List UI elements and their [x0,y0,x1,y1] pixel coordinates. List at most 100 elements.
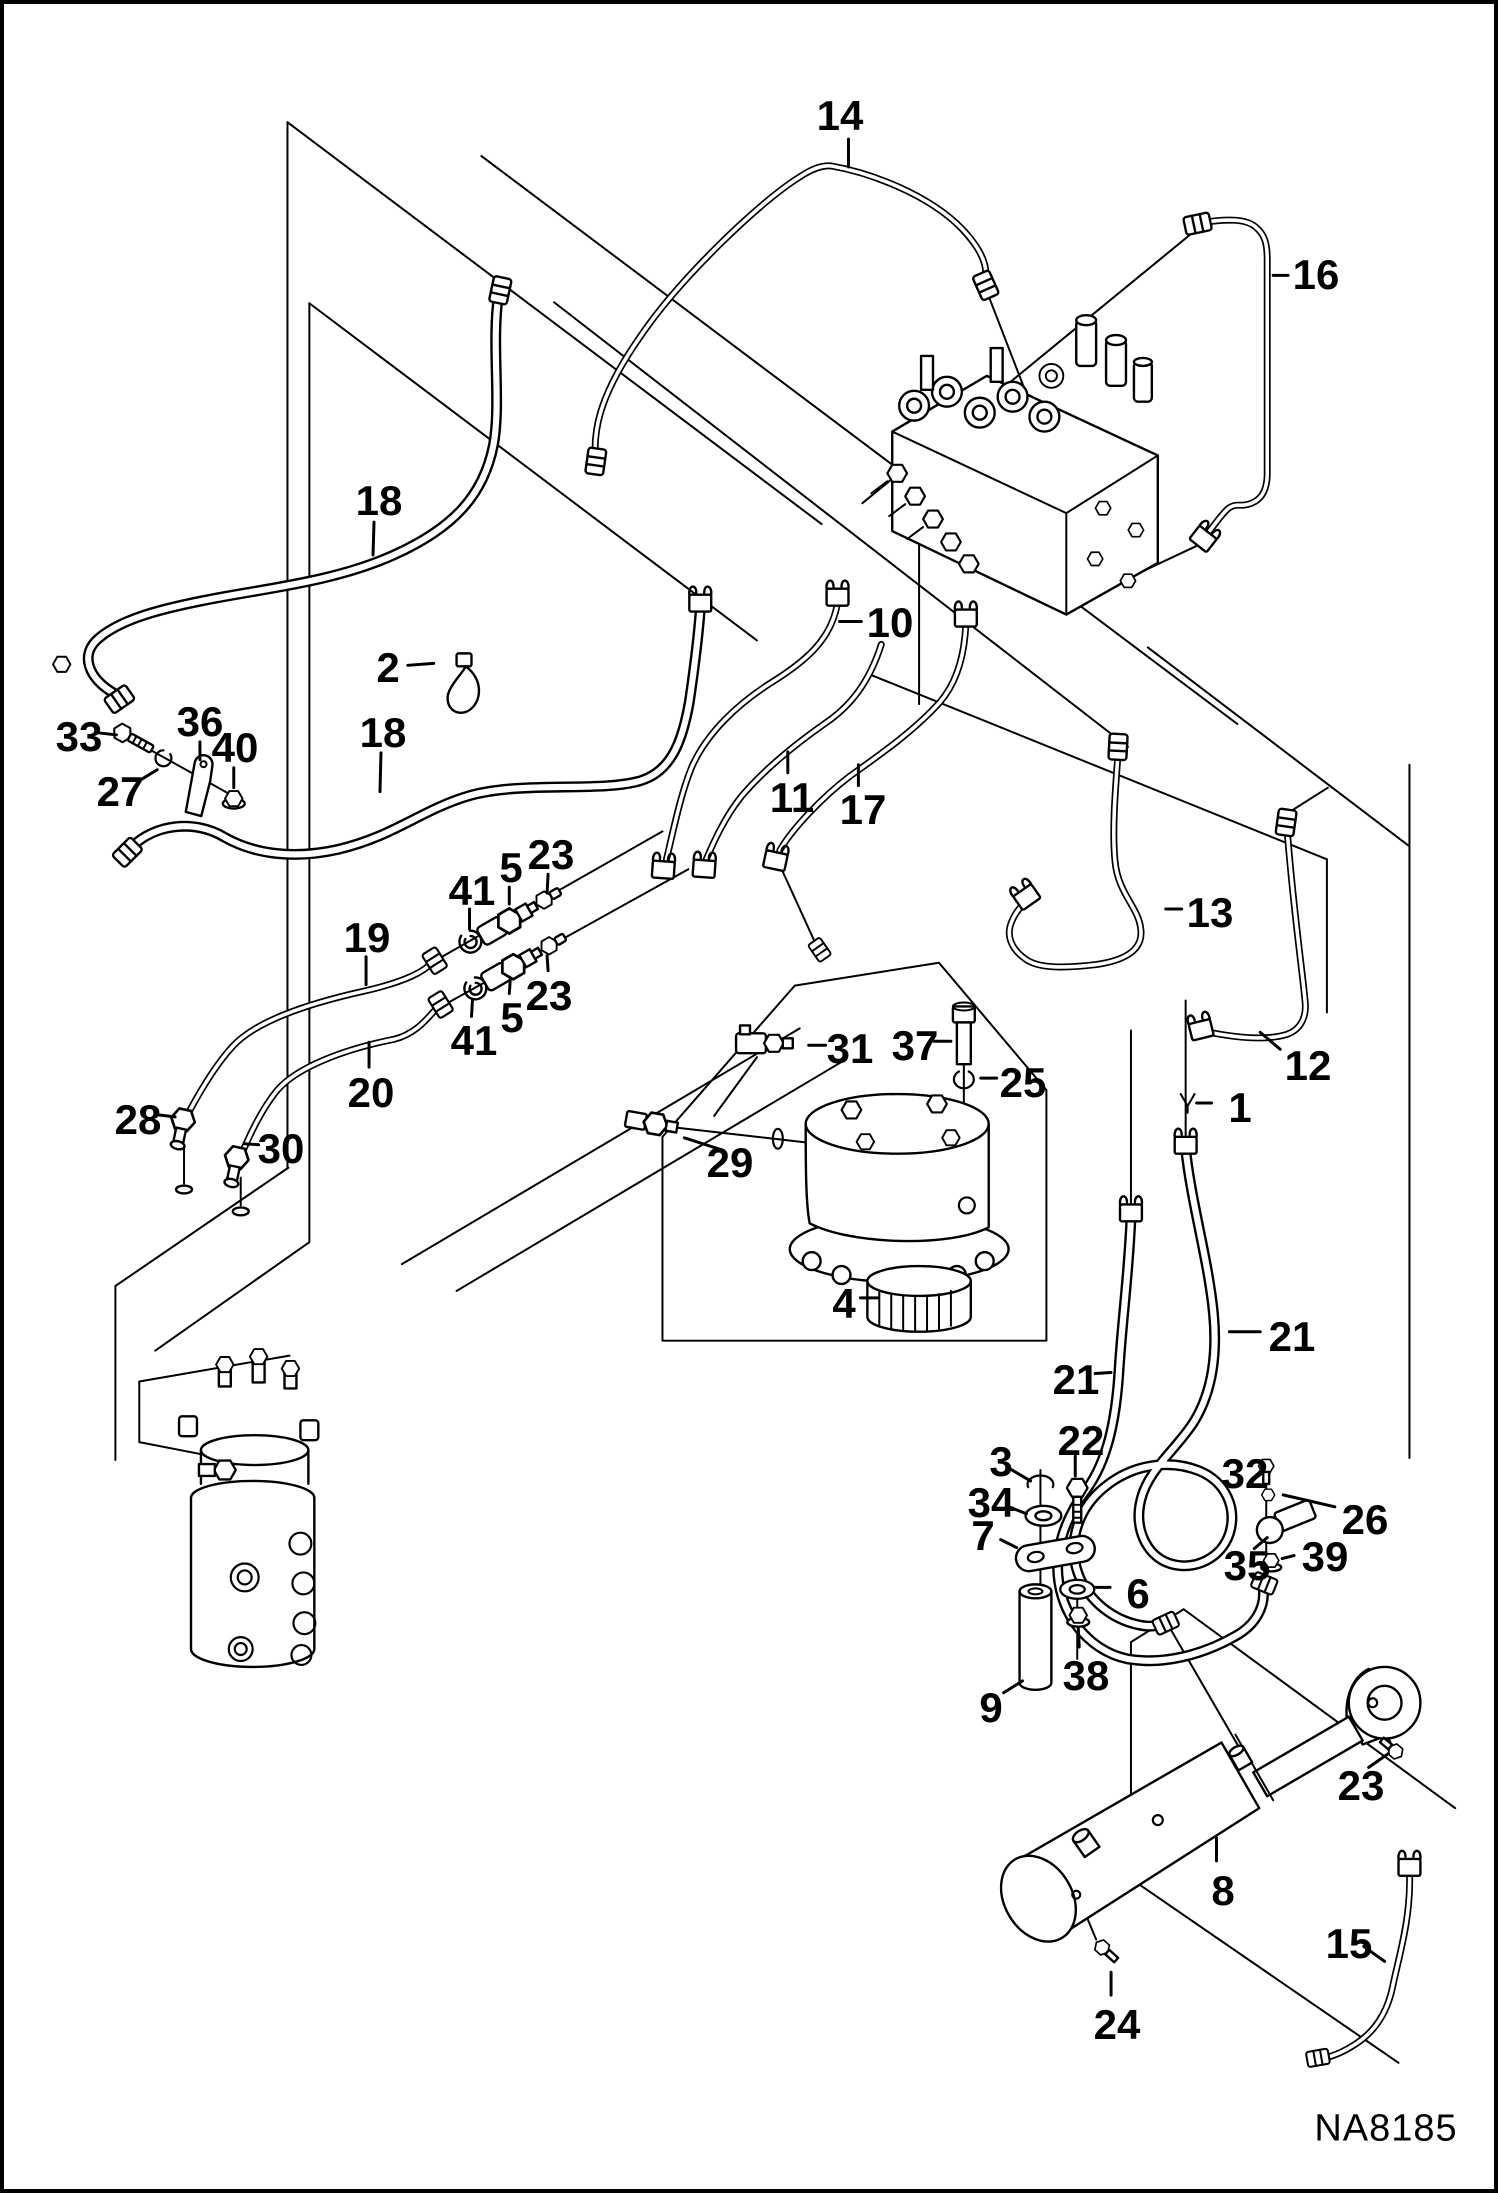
callout-16: 16 [1292,251,1340,298]
callout-26: 26 [1341,1496,1389,1543]
bolt-32 [1257,1458,1275,1486]
callout-30: 30 [257,1125,305,1172]
nut-39 [1260,1553,1283,1573]
nut-40 [221,790,246,810]
bolt-33 [109,720,155,754]
leader-18 [371,520,376,557]
control-valve-bank [870,314,1159,616]
bolt-24 [1091,1936,1120,1964]
callout-9: 9 [979,1684,1003,1731]
pin-1 [1179,1093,1196,1114]
hardware-stack [1014,1474,1096,1692]
callout-8: 8 [1211,1867,1235,1914]
tube-11 [691,640,885,880]
manifold-elbow [197,1459,237,1481]
bolt-37 [951,1001,976,1066]
leader-7 [999,1538,1019,1550]
callout-1: 1 [1228,1084,1252,1131]
clamp-group [1255,1458,1317,1573]
leader-29 [682,1136,723,1152]
callout-10: 10 [866,599,914,646]
callout-4: 4 [832,1280,856,1327]
callout-18: 18 [355,477,403,524]
leader-23 [545,872,550,895]
callout-34: 34 [967,1479,1015,1526]
callout-23: 23 [1337,1762,1385,1809]
callout-29: 29 [706,1139,754,1186]
callout-11: 11 [769,774,815,821]
leader-18 [378,751,383,794]
bolt-22 [1065,1477,1089,1524]
elbow-29 [623,1109,680,1138]
callout-5: 5 [500,994,524,1041]
leader-41 [469,999,474,1018]
leader-12 [1258,1030,1282,1051]
leader-26 [1281,1493,1337,1509]
tube-16 [1181,211,1271,554]
background-frame-lines [114,121,1457,2064]
fitting-31 [734,1024,794,1055]
leader-30 [243,1142,261,1147]
leader-2 [406,661,436,667]
diagram-linework [51,121,1457,2069]
callout-19: 19 [343,914,391,961]
tube-12 [1185,807,1309,1042]
cylinder-port-fitting [1228,1744,1254,1772]
callout-23: 23 [527,831,575,878]
callout-41: 41 [448,867,496,914]
callout-5: 5 [499,844,523,891]
callout-21: 21 [1052,1356,1100,1403]
tube-20 [219,989,455,1217]
callout-7: 7 [971,1512,995,1559]
clamp-bracket-group [109,720,246,818]
leader-28 [156,1113,177,1119]
callout-6: 6 [1126,1570,1150,1617]
callout-39: 39 [1301,1533,1349,1580]
bracket-plate-7 [1014,1534,1096,1573]
cylinder-rod [1252,1715,1364,1798]
callout-17: 17 [839,786,887,833]
leader-38 [1076,1625,1081,1649]
callout-14: 14 [816,92,864,139]
leader-27 [137,768,159,783]
leader-39 [1280,1554,1296,1561]
tube-17 [761,600,979,964]
tube-14 [583,162,1001,477]
hose-18-upper [51,274,513,716]
callout-leader-lines [97,137,1391,1997]
leader-23 [1367,1751,1391,1769]
leader-3 [1007,1466,1032,1483]
callout-33: 33 [55,713,103,760]
callout-28: 28 [114,1096,162,1143]
callout-18: 18 [359,709,407,756]
washer-27 [154,749,173,768]
callout-27: 27 [96,768,144,815]
rotary-manifold [177,1348,320,1669]
leader-21 [1093,1371,1113,1376]
cylinder-port-fitting-2 [1071,1827,1101,1859]
swing-motor-4 [788,1092,1010,1333]
leader-33 [97,731,118,737]
hose-21-right [1068,1127,1238,1637]
leader-35 [1252,1536,1269,1551]
tube-15 [1304,1849,1422,2069]
leader-5 [507,978,512,996]
hose-18-lower [110,585,713,869]
callout-21: 21 [1268,1313,1316,1360]
callout-37: 37 [891,1022,939,1069]
callout-15: 15 [1325,1920,1373,1967]
cable-tie-2 [446,652,481,714]
callout-20: 20 [347,1069,395,1116]
callout-40: 40 [211,724,259,771]
callout-32: 32 [1221,1450,1269,1497]
callout-35: 35 [1223,1542,1271,1589]
washer-25 [952,1070,975,1090]
callout-31: 31 [826,1025,874,1072]
callout-22: 22 [1057,1417,1105,1464]
hydraulic-cylinder-8 [999,1665,1422,1964]
tube-13 [1005,732,1145,971]
swing-motor-group [623,1001,1010,1333]
callout-38: 38 [1062,1652,1110,1699]
clip-36 [184,754,214,818]
